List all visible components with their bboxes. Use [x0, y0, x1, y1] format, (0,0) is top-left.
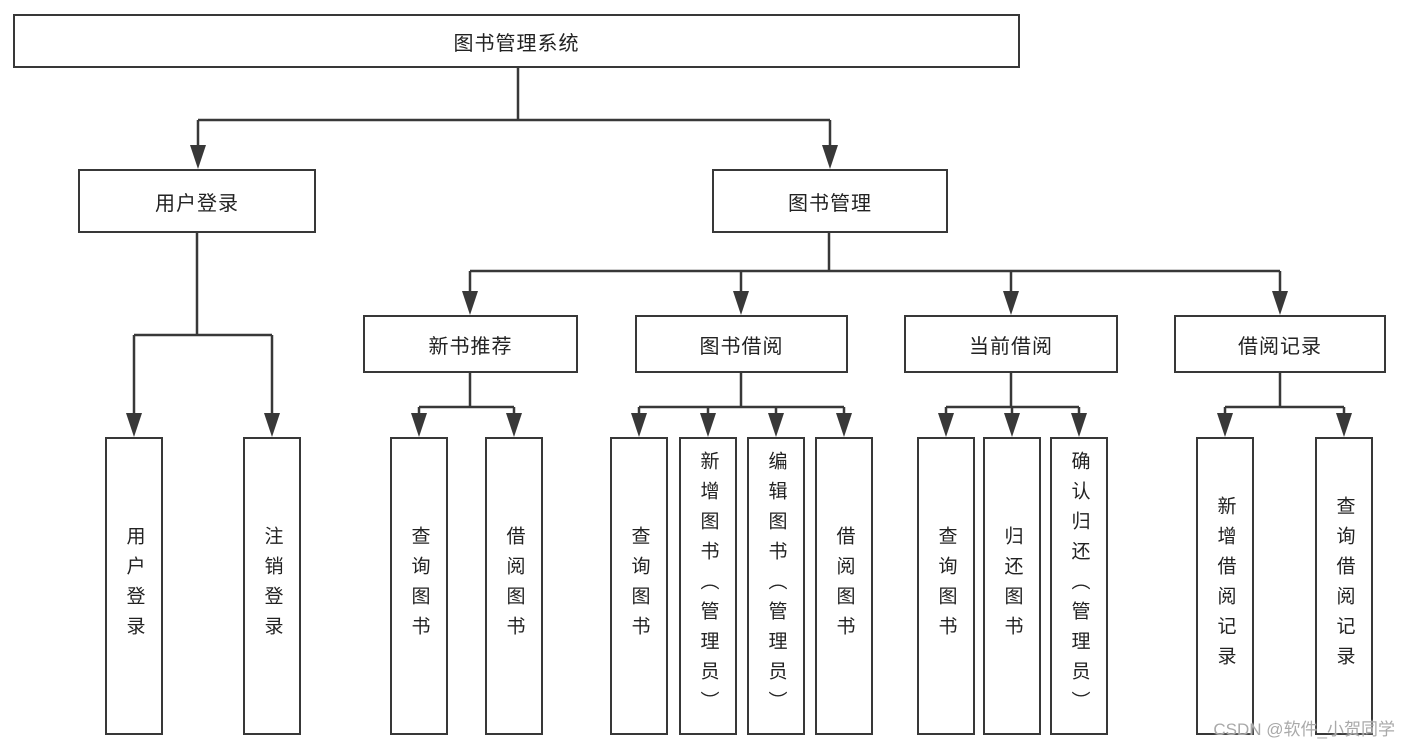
leaf-return-book: 归还图书: [983, 437, 1041, 735]
node-label: 图书管理: [788, 192, 872, 215]
node-library-management-system: 图书管理系统: [13, 14, 1020, 68]
leaf-label: 查询图书: [935, 526, 957, 646]
node-label: 新书推荐: [428, 335, 513, 358]
node-user-login: 用户登录: [78, 169, 316, 233]
leaf-confirm-return-admin: 确认归还（管理员）: [1050, 437, 1108, 735]
leaf-label: 用户登录: [123, 526, 145, 646]
leaf-label: 查询图书: [628, 526, 650, 646]
node-book-borrowing: 图书借阅: [635, 315, 848, 373]
leaf-label: 新增借阅记录: [1214, 496, 1236, 676]
leaf-label: 查询图书: [408, 526, 430, 646]
node-label: 借阅记录: [1238, 335, 1322, 358]
leaf-borrow-books-recommend: 借阅图书: [485, 437, 543, 735]
leaf-user-login: 用户登录: [105, 437, 163, 735]
node-label: 用户登录: [155, 192, 239, 215]
leaf-query-books-recommend: 查询图书: [390, 437, 448, 735]
node-current-borrowing: 当前借阅: [904, 315, 1118, 373]
leaf-label: 编辑图书（管理员）: [765, 451, 787, 721]
leaf-query-books-borrowing: 查询图书: [610, 437, 668, 735]
node-label: 当前借阅: [969, 335, 1053, 358]
leaf-label: 新增图书（管理员）: [697, 451, 719, 721]
csdn-watermark: CSDN @软件_小贺同学: [1213, 720, 1395, 739]
leaf-label: 查询借阅记录: [1333, 496, 1355, 676]
node-label: 图书管理系统: [453, 32, 580, 55]
leaf-label: 借阅图书: [833, 526, 855, 646]
leaf-label: 确认归还（管理员）: [1068, 451, 1090, 721]
leaf-add-borrow-record: 新增借阅记录: [1196, 437, 1254, 735]
leaf-add-book-admin: 新增图书（管理员）: [679, 437, 737, 735]
leaf-logout: 注销登录: [243, 437, 301, 735]
leaf-borrow-books-borrowing: 借阅图书: [815, 437, 873, 735]
leaf-edit-book-admin: 编辑图书（管理员）: [747, 437, 805, 735]
node-new-book-recommendation: 新书推荐: [363, 315, 578, 373]
leaf-label: 借阅图书: [503, 526, 525, 646]
node-label: 图书借阅: [699, 335, 784, 358]
node-book-management: 图书管理: [712, 169, 948, 233]
node-borrowing-records: 借阅记录: [1174, 315, 1386, 373]
leaf-query-books-current: 查询图书: [917, 437, 975, 735]
leaf-label: 注销登录: [261, 526, 283, 646]
leaf-label: 归还图书: [1001, 526, 1023, 646]
leaf-query-borrow-record: 查询借阅记录: [1315, 437, 1373, 735]
